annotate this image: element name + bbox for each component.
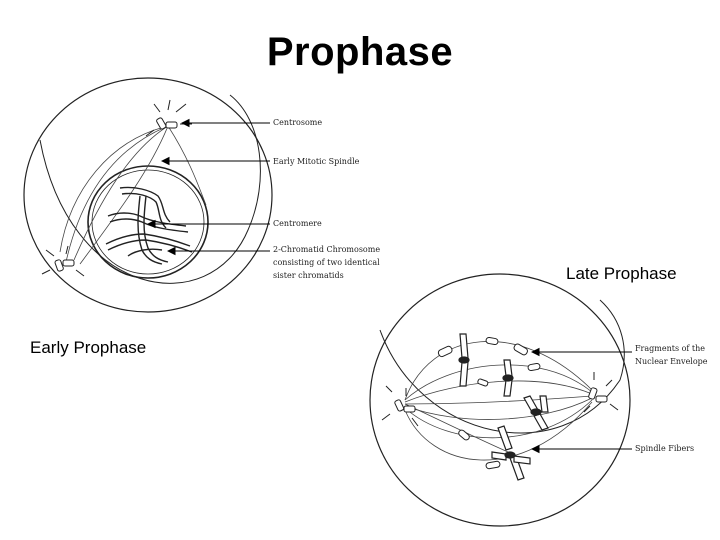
chromosome-x-4 [491,425,531,481]
label-chromosome-line2: consisting of two identical [273,258,380,267]
chromosome-x-3 [523,395,549,431]
label-early-mitotic-spindle: Early Mitotic Spindle [273,157,360,166]
label-chromosome-line1: 2-Chromatid Chromosome [273,245,380,254]
late-centrosome-right [583,372,619,413]
label-centromere: Centromere [273,219,322,228]
late-chromosomes [458,333,549,481]
early-chromosomes [105,186,193,265]
late-centrosome-left [381,385,419,427]
caption-early-prophase: Early Prophase [30,338,147,357]
nuclear-envelope-fragments [437,336,541,470]
label-spindle-fibers: Spindle Fibers [635,444,694,453]
early-arrows [146,118,270,256]
label-chromosome-line3: sister chromatids [273,271,344,280]
label-fragments-line1: Fragments of the [635,344,705,353]
late-spindle-fibers [404,341,593,461]
chromosome-x-1 [458,333,470,387]
page-title: Prophase [266,30,454,74]
late-prophase-cell [369,273,631,527]
caption-late-prophase: Late Prophase [566,264,677,283]
late-arrows [530,347,632,454]
chromosome-x-2 [502,359,514,397]
centrosome-top [145,99,192,137]
centrosome-bottom [41,245,85,277]
nucleus [87,165,209,279]
label-centrosome: Centrosome [273,118,322,127]
early-spindle-fibers [59,125,207,265]
early-prophase-cell [23,77,273,313]
label-fragments-line2: Nuclear Envelope [635,357,708,366]
